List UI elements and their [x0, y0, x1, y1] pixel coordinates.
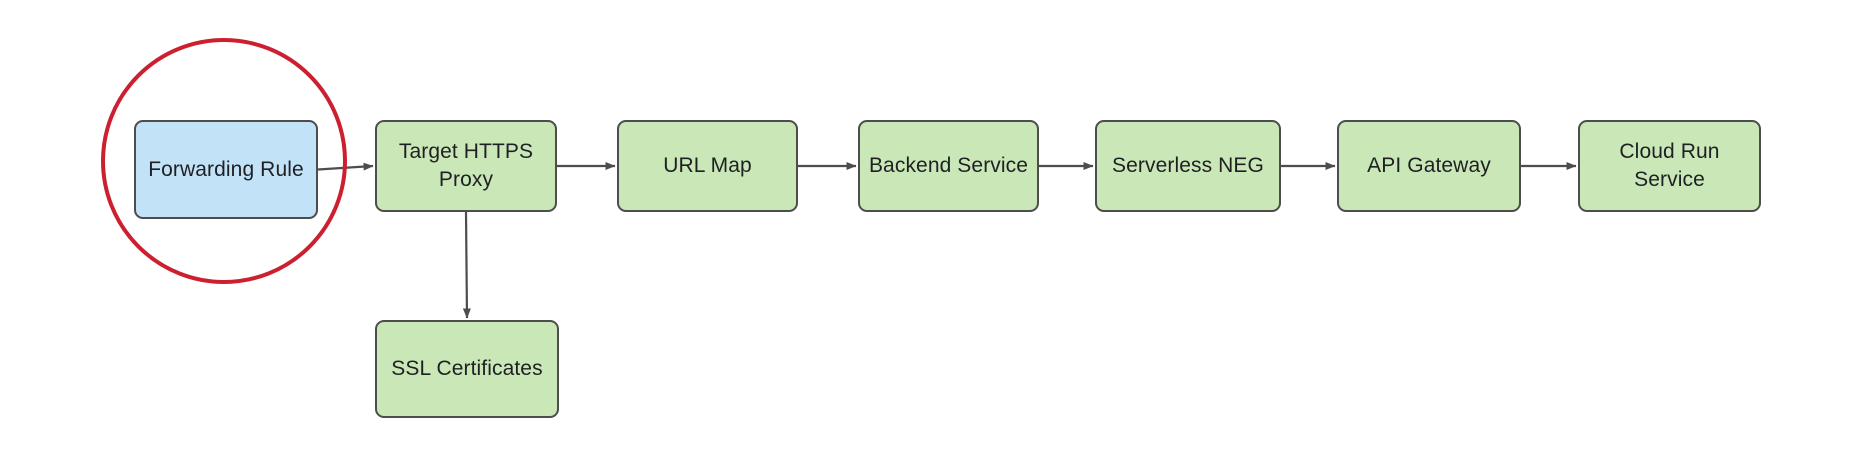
- node-api-gateway[interactable]: API Gateway: [1337, 120, 1521, 212]
- node-serverless-neg[interactable]: Serverless NEG: [1095, 120, 1281, 212]
- node-target-https-proxy[interactable]: Target HTTPS Proxy: [375, 120, 557, 212]
- forwarding-rule-highlight-circle: [101, 38, 347, 284]
- node-ssl-certificates[interactable]: SSL Certificates: [375, 320, 559, 418]
- edge-target-https-proxy-to-ssl-certificates: [462, 211, 471, 319]
- node-cloud-run-service[interactable]: Cloud Run Service: [1578, 120, 1761, 212]
- node-backend-service[interactable]: Backend Service: [858, 120, 1039, 212]
- node-url-map[interactable]: URL Map: [617, 120, 798, 212]
